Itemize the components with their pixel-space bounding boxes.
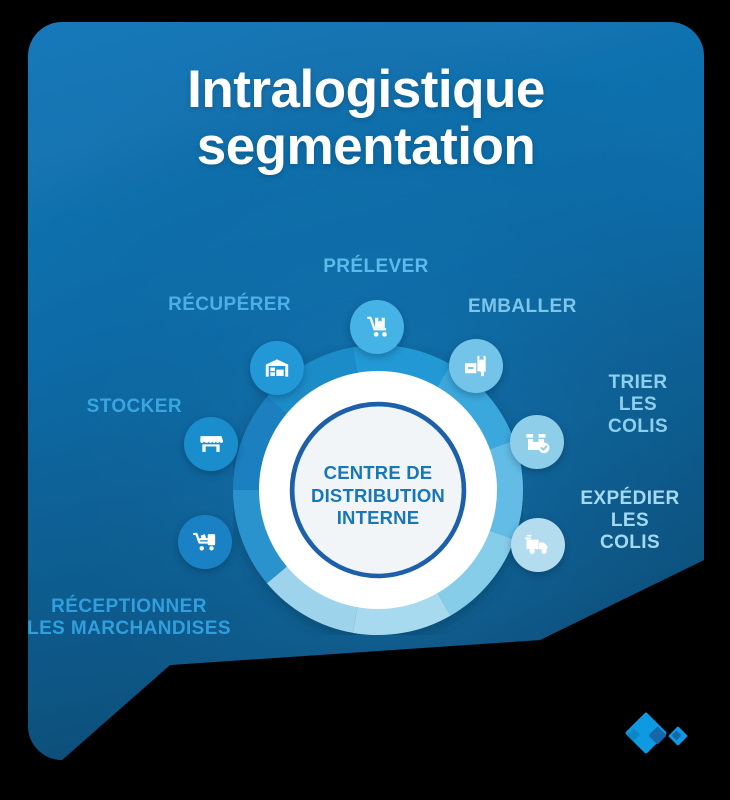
step-label-expedier-les-colis: EXPÉDIER LES COLIS	[580, 488, 680, 554]
step-icon-recuperer[interactable]	[250, 341, 304, 395]
wheel-white-ring	[259, 371, 497, 609]
step-label-trier-les-colis: TRIER LES COLIS	[607, 372, 669, 438]
hand-truck-icon	[192, 532, 216, 551]
step-icon-expedier-les-colis[interactable]	[511, 518, 565, 572]
center-line-3: INTERNE	[336, 507, 420, 529]
page-title: Intralogistique segmentation	[28, 60, 704, 176]
package-up-icon	[465, 355, 486, 377]
step-icon-emballer[interactable]	[449, 339, 503, 393]
center-label: CENTRE DE DISTRIBUTION INTERNE	[288, 462, 468, 530]
step-label-stocker: STOCKER	[86, 396, 182, 417]
delivery-truck-icon	[524, 534, 548, 554]
storefront-icon	[200, 436, 224, 453]
step-label-recuperer: RÉCUPÉRER	[168, 294, 291, 315]
step-icon-receptionner[interactable]	[178, 515, 232, 569]
step-label-receptionner: RÉCEPTIONNER LES MARCHANDISES	[27, 596, 231, 640]
title-line-2: segmentation	[196, 116, 536, 176]
step-label-prelever: PRÉLEVER	[323, 256, 429, 277]
wheel-inner-ring	[289, 401, 467, 579]
step-label-emballer: EMBALLER	[468, 296, 577, 317]
package-check-icon	[526, 434, 550, 454]
step-icon-stocker[interactable]	[184, 417, 238, 471]
center-line-2: DISTRIBUTION	[311, 484, 445, 506]
wheel-center-disc	[294, 406, 462, 574]
center-line-1: CENTRE DE	[323, 462, 433, 483]
step-icon-trier-les-colis[interactable]	[510, 415, 564, 469]
brand-logo	[625, 712, 697, 760]
step-icon-prelever[interactable]	[350, 300, 404, 354]
warehouse-icon	[265, 359, 289, 377]
pallet-truck-icon	[367, 316, 387, 337]
title-line-1: Intralogistique	[187, 60, 545, 119]
brand-diamond-logo	[625, 712, 688, 754]
